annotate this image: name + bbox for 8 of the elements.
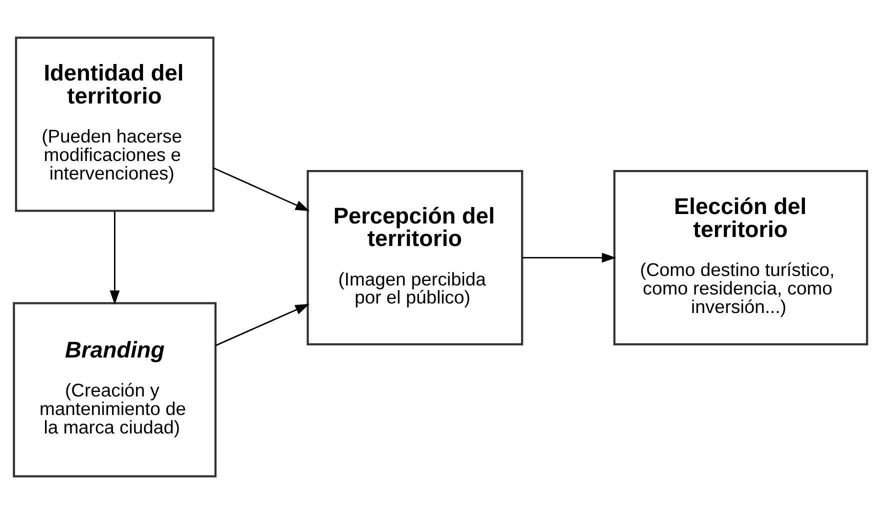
arrow (110, 210, 120, 304)
arrow (213, 166, 310, 211)
node-box: Identidad del territorio (Pueden hacerse modificaciones e intervenciones) (14, 36, 214, 212)
arrow (522, 252, 616, 262)
node-box: Branding (Creación y mantenimiento de la marca ciudad) (12, 302, 217, 477)
node-box: Percepción del territorio (Imagen percibida por el público) (306, 170, 524, 345)
node-box: Elección del territorio (Como destino turístico, como residencia, como inversión...) (613, 170, 868, 345)
arrow (215, 303, 310, 346)
